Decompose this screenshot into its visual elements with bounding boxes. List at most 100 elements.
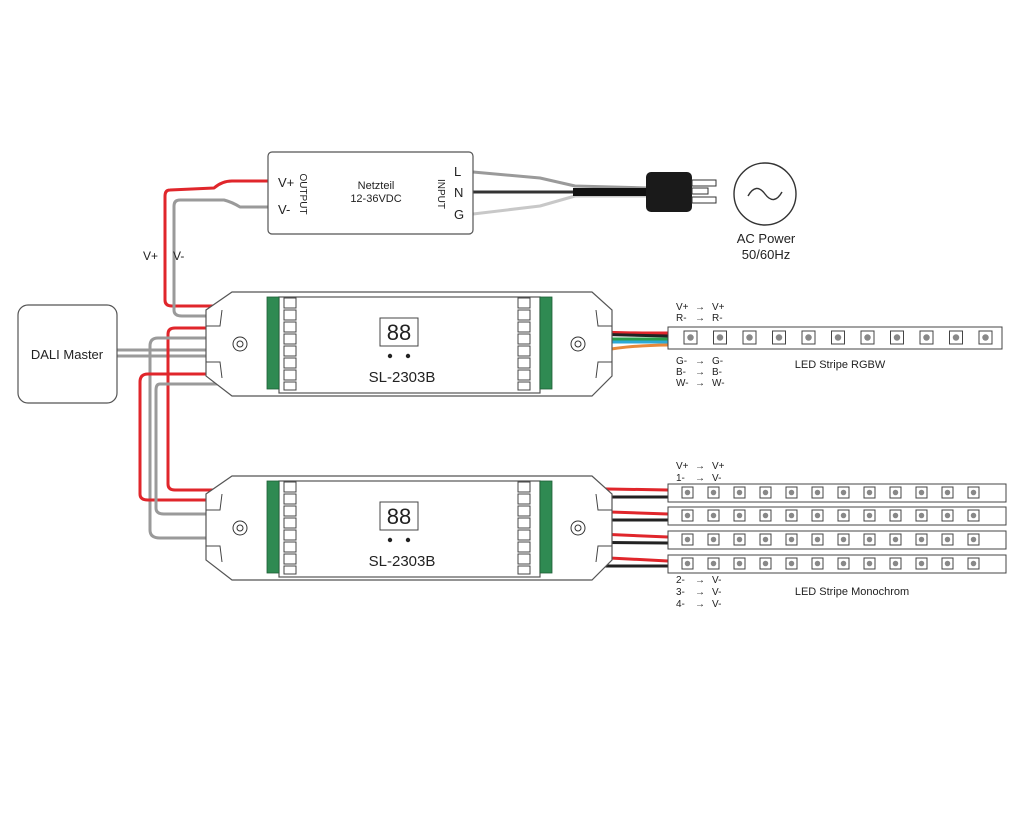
- psu-out-vplus: V+: [278, 175, 294, 190]
- mono-led-dot: [892, 536, 899, 543]
- mono-led-dot: [710, 560, 717, 567]
- mono-led-dot: [762, 489, 769, 496]
- rgbw-map-bottom-from-1: B-: [676, 367, 686, 378]
- psu-input-label: INPUT: [435, 179, 446, 209]
- controller-1-screw-right-inner: [574, 340, 582, 348]
- arrow-icon: →: [695, 302, 705, 313]
- rgbw-map-from-1: R-: [676, 313, 687, 324]
- ac-g-wire: [471, 194, 650, 216]
- rgbw-strip: [667, 326, 1003, 350]
- mono-led-dot: [970, 489, 977, 496]
- controller-1-flange-left: [206, 309, 223, 379]
- rgbw-strip-label: LED Stripe RGBW: [795, 359, 886, 371]
- controller-1-output-terminal: [539, 296, 553, 390]
- mono-map-bottom-from-1: 3-: [676, 587, 685, 598]
- dali-master-box: [17, 304, 118, 404]
- rgbw-led-dot: [746, 334, 753, 341]
- controller-1-model: SL-2303B: [369, 369, 436, 386]
- controller-1-output-blocks: [517, 297, 531, 391]
- mono-led-dot: [944, 489, 951, 496]
- controller-2-output-blocks: [517, 481, 531, 575]
- mono-map-to-0: V+: [712, 461, 725, 472]
- mono-led-dot: [788, 536, 795, 543]
- mono-led-dot: [918, 536, 925, 543]
- rgbw-led-dot: [716, 334, 724, 341]
- arrow-icon: →: [695, 313, 705, 324]
- rgbw-led-dot: [982, 334, 989, 341]
- rgbw-led-dot: [893, 334, 901, 341]
- controller-1-display: 88: [387, 320, 411, 345]
- mono-led-dot: [840, 512, 847, 519]
- rgbw-led-dot: [923, 334, 930, 341]
- wire-label-vplus: V+: [143, 249, 158, 263]
- mono-led-dot: [918, 560, 925, 567]
- mono-strip-leds: [681, 486, 980, 570]
- mono-led-dot: [892, 489, 899, 496]
- controller-2-model: SL-2303B: [369, 553, 436, 570]
- psu-in-g: G: [454, 207, 464, 222]
- controller-1-display-frame: [379, 317, 419, 347]
- controller-2-flange-right: [595, 493, 612, 563]
- controller-2: 88 SL-2303B: [205, 475, 613, 581]
- mono-led-dot: [814, 536, 821, 543]
- mono-led-dot: [814, 512, 821, 519]
- mono-led-dot: [710, 536, 717, 543]
- mono-led-dot: [710, 489, 717, 496]
- rgbw-led-dot: [805, 334, 812, 341]
- controller-1-flange-right: [595, 309, 612, 379]
- mono-led-dot: [762, 512, 769, 519]
- mono-led-dot: [918, 489, 925, 496]
- mono-led-dot: [788, 512, 795, 519]
- controller-1: 88 SL-2303B: [205, 291, 613, 397]
- psu-out-vminus: V-: [278, 202, 290, 217]
- arrow-icon: →: [695, 575, 705, 586]
- mono-led-dot: [970, 512, 977, 519]
- controller-2-led-2: [405, 537, 411, 543]
- controller-2-screw-left-inner: [236, 524, 244, 532]
- mono-led-dot: [918, 512, 925, 519]
- mono-mapping-bottom: 2- → V- 3- → V- 4- → V-: [676, 575, 721, 610]
- rgbw-map-bottom-from-0: G-: [676, 356, 687, 367]
- psu-output-label: OUTPUT: [297, 173, 308, 214]
- mono-led-dot: [970, 560, 977, 567]
- rgbw-map-to-1: R-: [712, 313, 723, 324]
- rgbw-map-bottom-to-0: G-: [712, 356, 723, 367]
- mono-led-dot: [684, 560, 691, 567]
- mono-led-dot: [892, 512, 899, 519]
- arrow-icon: →: [695, 587, 705, 598]
- arrow-icon: →: [695, 599, 705, 610]
- rgbw-map-bottom-to-2: W-: [712, 378, 725, 389]
- arrow-icon: →: [695, 367, 705, 378]
- controller-2-input-blocks: [283, 481, 297, 575]
- controller-2-led-1: [387, 537, 393, 543]
- mono-map-bottom-to-2: V-: [712, 599, 721, 610]
- mono-led-dot: [736, 560, 743, 567]
- rgbw-led-dot: [864, 334, 871, 341]
- ac-l-wire: [471, 170, 650, 190]
- mono-map-bottom-to-1: V-: [712, 587, 721, 598]
- ac-power-label: AC Power: [737, 231, 796, 246]
- chain-gray-2: [154, 382, 270, 516]
- mono-led-dot: [788, 489, 795, 496]
- arrow-icon: →: [695, 378, 705, 389]
- controller-2-output-terminal: [539, 480, 553, 574]
- rgbw-led-dot: [775, 334, 783, 341]
- controller-2-display-frame: [379, 501, 419, 531]
- mono-led-dot: [866, 536, 873, 543]
- mono-led-dot: [866, 560, 873, 567]
- mono-mapping-top: V+ → V+ 1- → V-: [676, 461, 725, 484]
- power-supply: V+ V- OUTPUT Netzteil 12-36VDC INPUT L N…: [267, 151, 474, 235]
- chain-red-1: [166, 326, 270, 492]
- rgbw-led-dot: [834, 334, 842, 341]
- controller-2-display: 88: [387, 504, 411, 529]
- mono-led-dot: [970, 536, 977, 543]
- mono-led-dot: [736, 536, 743, 543]
- mono-led-dot: [840, 560, 847, 567]
- mono-led-dot: [944, 536, 951, 543]
- psu-in-l: L: [454, 164, 461, 179]
- mono-led-dot: [892, 560, 899, 567]
- rgbw-led-dot: [952, 334, 960, 341]
- controller-1-input-terminal: [266, 296, 280, 390]
- controller-2-screw-right-inner: [574, 524, 582, 532]
